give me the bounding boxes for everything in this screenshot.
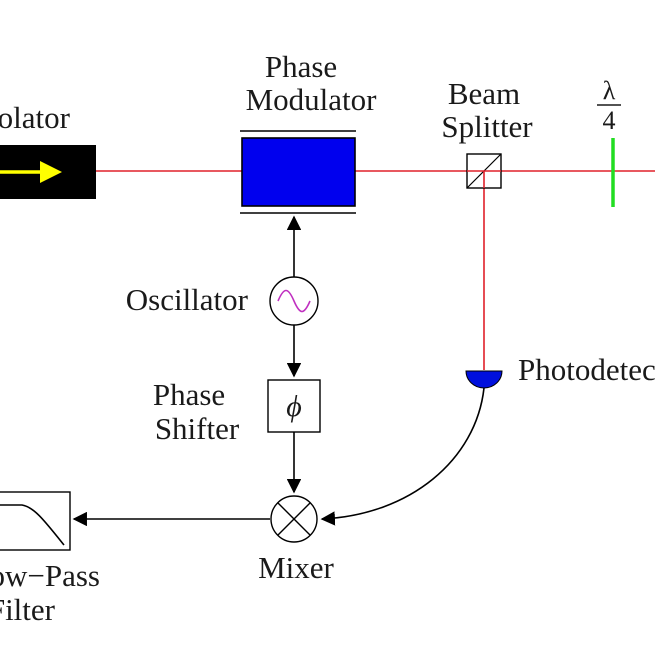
phase-shifter-symbol: ϕ — [286, 390, 302, 423]
phase-shifter-label-line1: Phase — [153, 377, 225, 412]
low-pass-response-icon — [0, 504, 65, 546]
low-pass-filter — [0, 491, 71, 551]
mixer-label: Mixer — [258, 550, 334, 585]
isolator — [0, 145, 96, 199]
isolator-label: Isolator — [0, 100, 71, 135]
sine-wave-icon — [277, 289, 311, 313]
low-pass-filter-box — [0, 491, 71, 551]
phase-shifter-label-line2: Shifter — [155, 411, 240, 446]
modulator-crystal — [241, 137, 356, 207]
mixer — [270, 495, 318, 543]
oscillator-label: Oscillator — [126, 282, 249, 317]
mixer-cross-b — [277, 502, 311, 536]
photodetector-icon — [465, 370, 503, 389]
low-pass-filter-label-line1: Low−Pass — [0, 558, 100, 593]
low-pass-filter-label-line2: Filter — [0, 592, 56, 627]
oscillator — [269, 276, 319, 326]
phase-modulator-label-line1: Phase — [265, 49, 337, 84]
quarter-wave-label-denominator: 4 — [603, 106, 616, 135]
beam-splitter-label-line2: Splitter — [441, 109, 533, 144]
isolator-arrow-icon — [40, 161, 62, 183]
photodetector-label: Photodetector — [518, 352, 655, 387]
phase-modulator — [240, 130, 356, 214]
phase-shifter-box — [267, 379, 321, 433]
beam-splitter — [466, 153, 502, 189]
beam-splitter-label-line1: Beam — [448, 76, 520, 111]
wire-photodetector-to-mixer — [320, 387, 485, 526]
quarter-wave-label-numerator: λ — [603, 76, 616, 105]
phase-modulator-label-line2: Modulator — [246, 82, 378, 117]
